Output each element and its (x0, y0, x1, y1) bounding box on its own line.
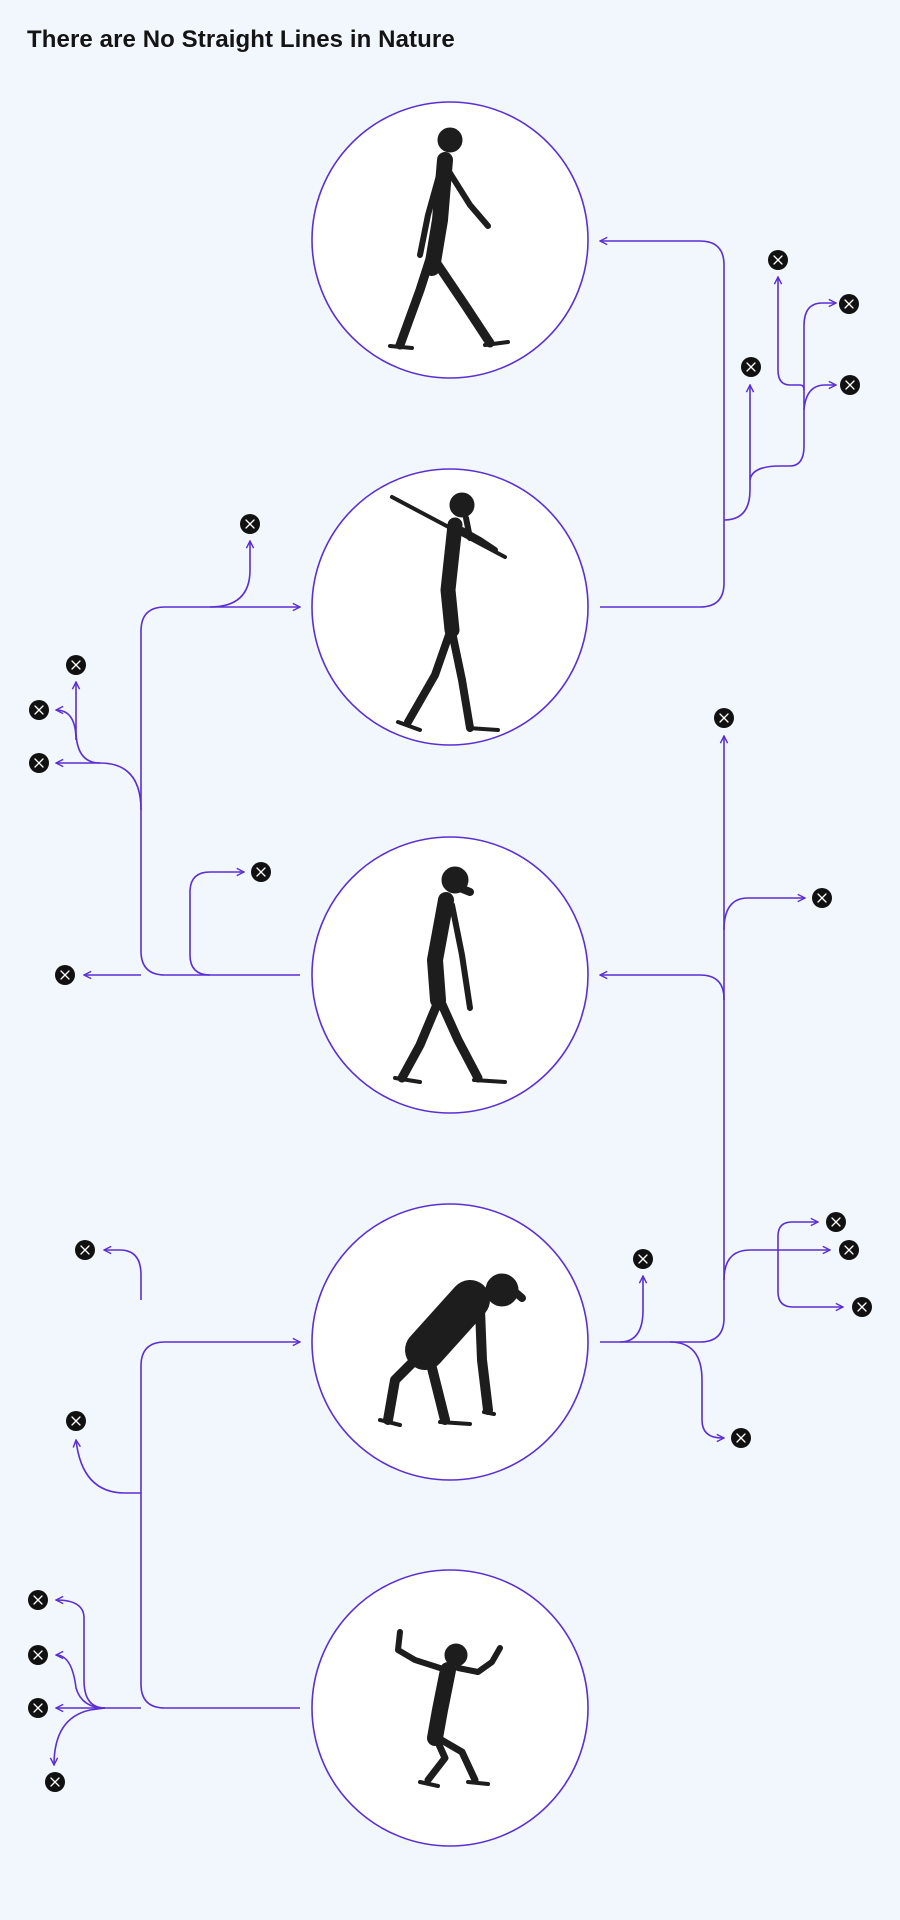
connector-ape-branch-mid (723, 898, 805, 931)
close-x-icon (839, 294, 859, 314)
close-x-icon (714, 708, 734, 728)
close-x-icon (741, 357, 761, 377)
close-x-icon (826, 1212, 846, 1232)
page-title: There are No Straight Lines in Nature (27, 26, 455, 53)
close-x-icon (240, 514, 260, 534)
close-x-icon (768, 250, 788, 270)
connector-ape-branch-2 (777, 1222, 818, 1250)
close-x-icon (75, 1240, 95, 1260)
connector-gibbon-branch-mid (76, 1440, 141, 1494)
connector-spear-to-modern (600, 241, 725, 608)
connector-ape-branch-5 (669, 1341, 724, 1438)
knuckle-walking-ape-illustration (378, 1273, 526, 1427)
connector-left-branch-3 (56, 710, 77, 741)
bearded-human-carrying-spear-illustration (390, 492, 507, 732)
node-modern-human (311, 101, 589, 379)
node-great-ape (311, 1203, 589, 1481)
close-x-icon (45, 1772, 65, 1792)
close-x-icon (28, 1698, 48, 1718)
node-human-with-spear (311, 468, 589, 746)
connector-gibbon-branch-2 (56, 1600, 106, 1709)
close-x-icon (633, 1249, 653, 1269)
connector-gibbon-branch-4 (54, 1707, 106, 1765)
connector-left-branch-5 (189, 872, 244, 976)
connector-left-branch-1 (56, 763, 142, 811)
arms-raised-gibbon-illustration (395, 1629, 503, 1788)
connector-ape-branch-1 (723, 1250, 830, 1281)
connector-right-branch-2 (749, 303, 836, 481)
connector-left-branch-up (209, 541, 250, 608)
connector-hominid-to-spear (140, 607, 300, 976)
close-x-icon (839, 1240, 859, 1260)
upright-hominid-illustration (393, 866, 507, 1084)
close-x-icon (28, 1590, 48, 1610)
connector-right-branch-1 (723, 385, 750, 521)
connector-gibbon-branch-up (104, 1250, 142, 1300)
close-x-icon (55, 965, 75, 985)
close-x-icon (29, 700, 49, 720)
connector-right-branch-4 (803, 385, 836, 411)
connector-gibbon-to-ape (140, 1342, 300, 1709)
close-x-icon (840, 375, 860, 395)
close-x-icon (66, 1411, 86, 1431)
connector-right-branch-3 (778, 277, 805, 391)
terminal-markers (28, 250, 872, 1792)
node-early-hominid (311, 836, 589, 1114)
connector-gibbon-branch-3 (56, 1655, 106, 1709)
close-x-icon (251, 862, 271, 882)
close-x-icon (66, 655, 86, 675)
connector-ape-branch-4 (619, 1276, 643, 1343)
connector-ape-branch-3 (777, 1250, 843, 1307)
close-x-icon (731, 1428, 751, 1448)
close-x-icon (852, 1297, 872, 1317)
upright-walking-human-illustration (388, 127, 510, 350)
connector-left-branch-2 (76, 682, 101, 764)
node-gibbon (311, 1569, 589, 1847)
connector-lines (54, 241, 843, 1765)
close-x-icon (29, 753, 49, 773)
close-x-icon (28, 1645, 48, 1665)
connector-ape-to-hominid (600, 975, 725, 1343)
close-x-icon (812, 888, 832, 908)
